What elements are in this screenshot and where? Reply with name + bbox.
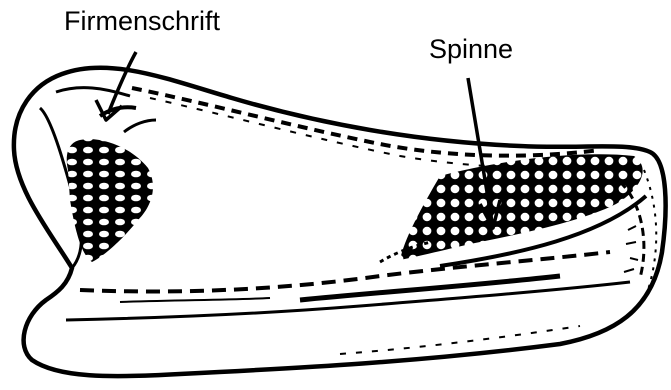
- label-spider: Spinne: [429, 36, 513, 63]
- label-company-lettering: Firmenschrift: [64, 8, 220, 35]
